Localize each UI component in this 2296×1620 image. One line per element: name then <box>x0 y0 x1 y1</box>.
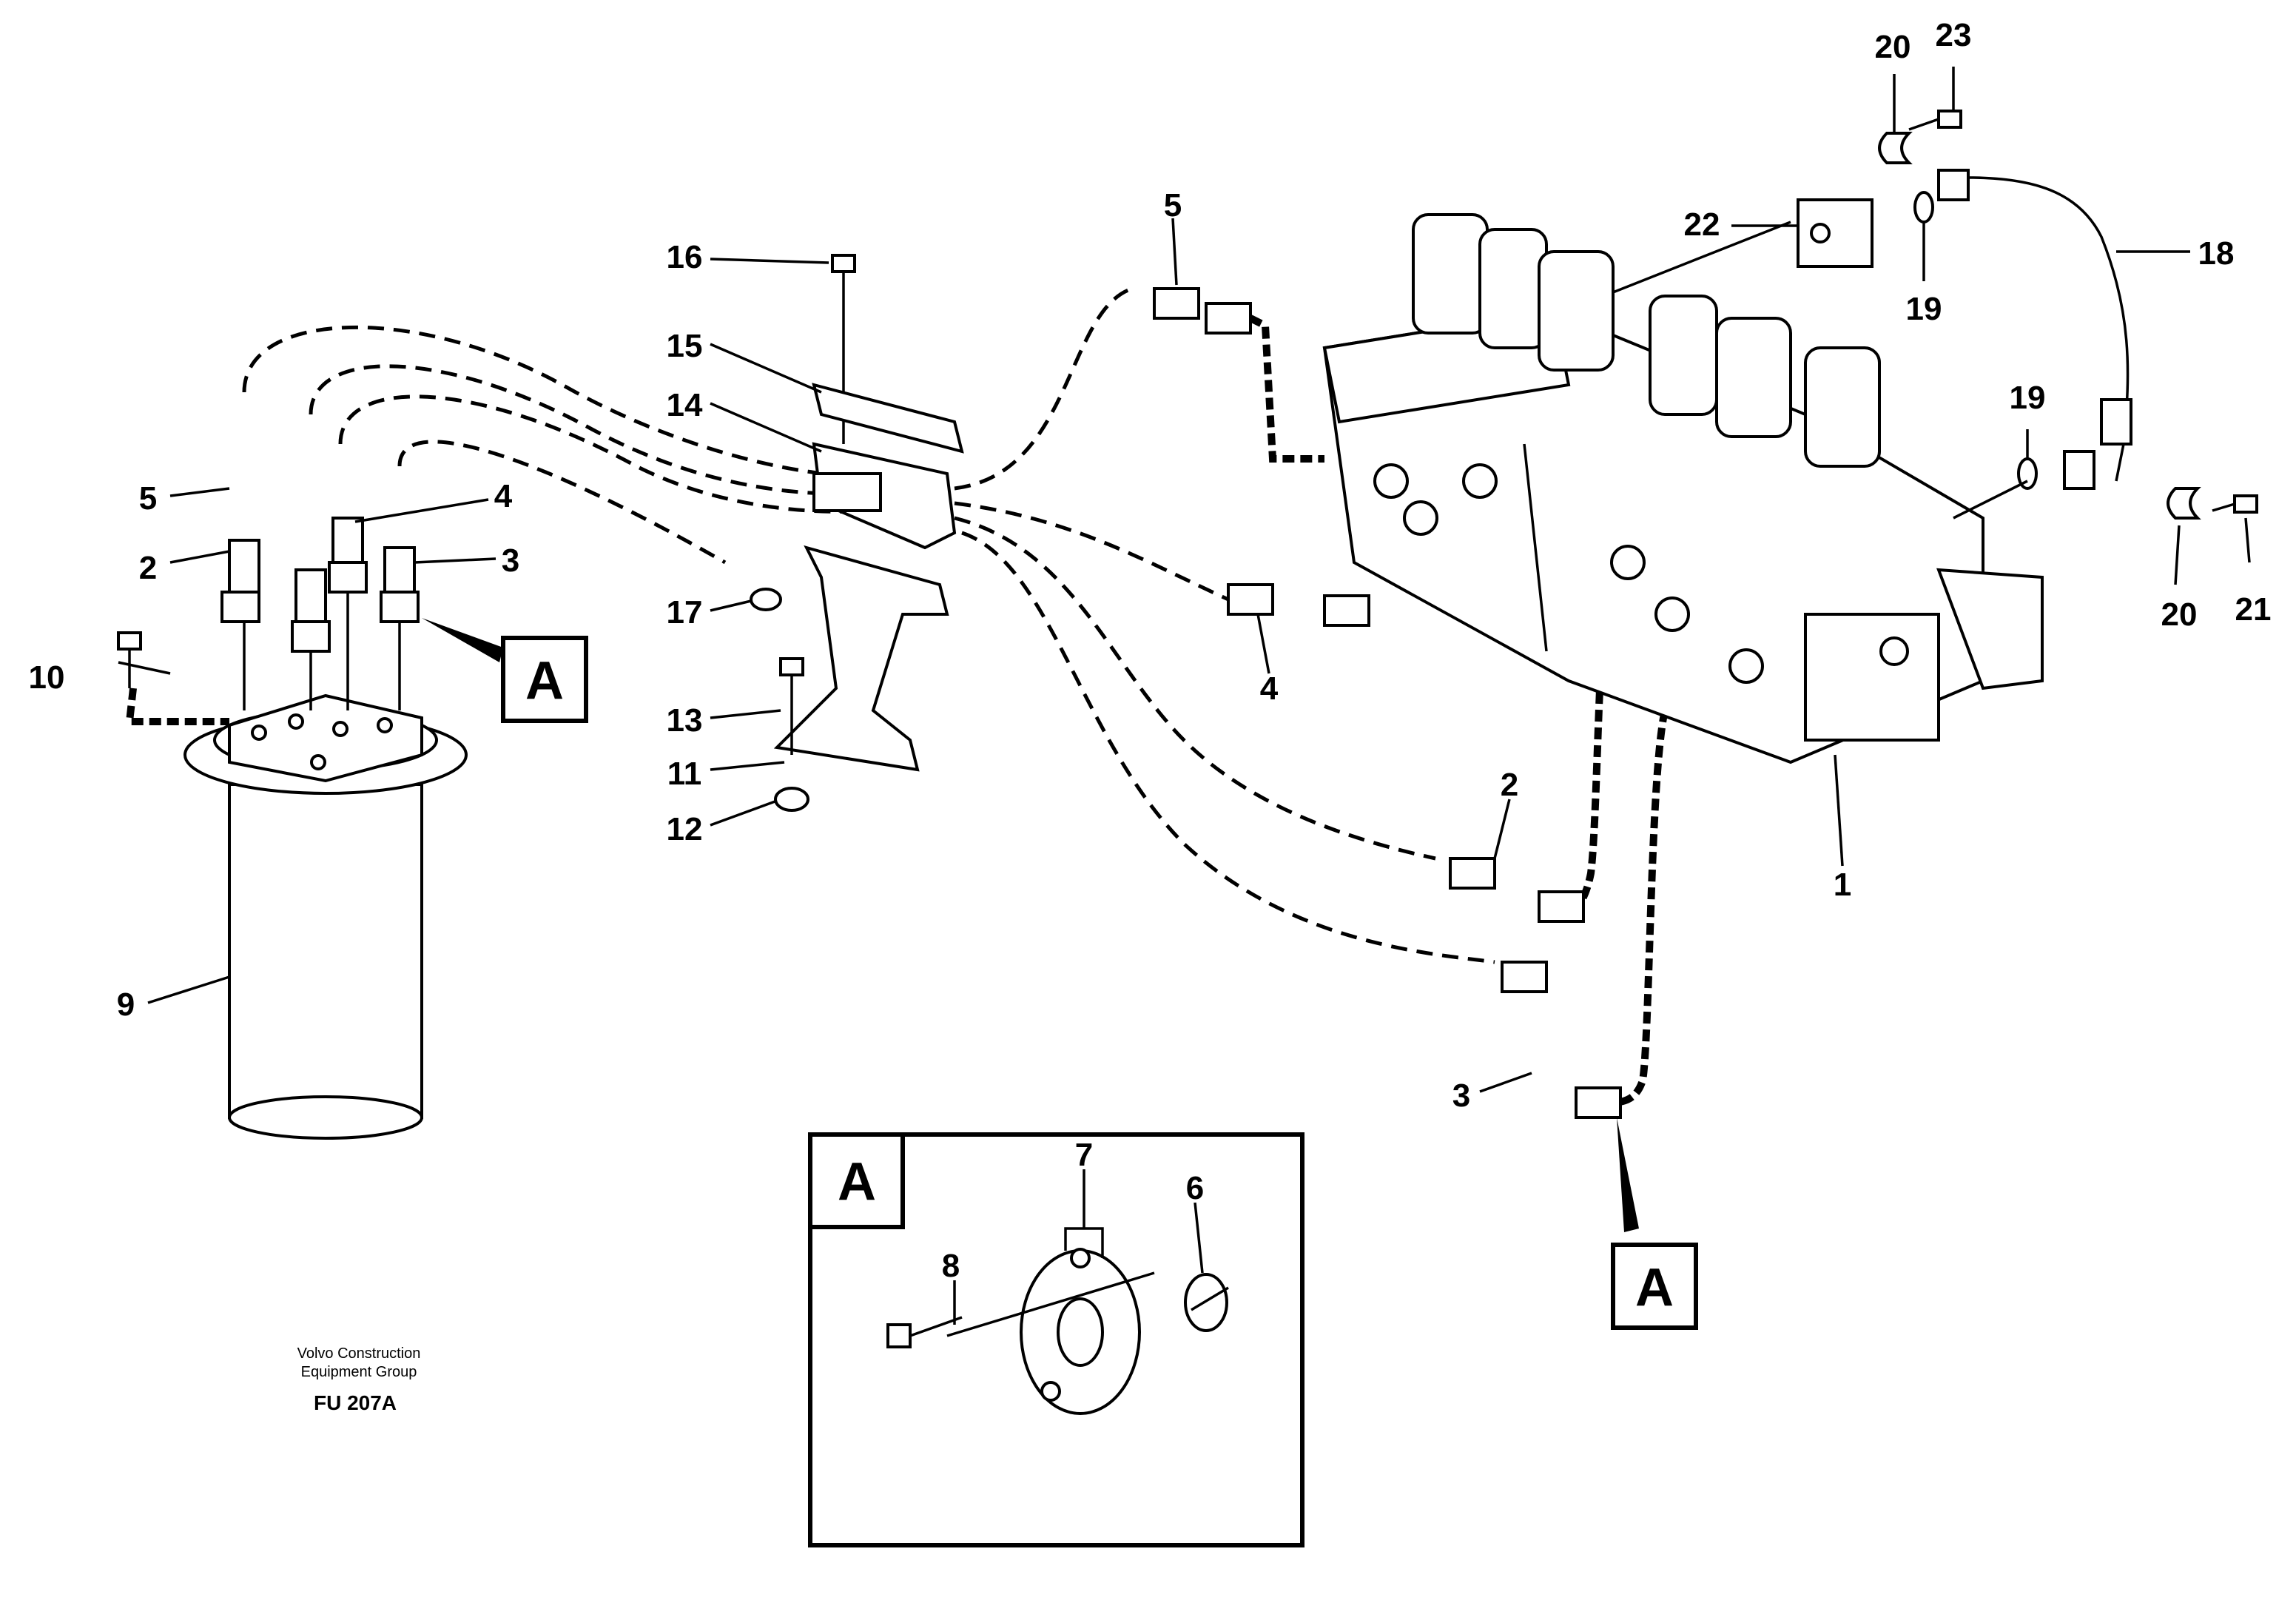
leader-lines <box>118 67 2251 1325</box>
upper-right-parts <box>1797 110 2258 520</box>
callout-3-left: 3 <box>502 542 519 579</box>
detail-marker-right-label: A <box>1635 1258 1674 1317</box>
callout-2-left: 2 <box>139 550 157 586</box>
callout-22: 22 <box>1684 206 1720 243</box>
filter-housing <box>184 693 468 1140</box>
callout-labels: 1 2 2 3 3 4 4 5 5 6 7 8 9 10 11 12 13 14… <box>29 17 2272 1284</box>
callout-19-lower: 19 <box>2010 380 2046 416</box>
callout-5-right: 5 <box>1164 187 1182 223</box>
callout-12: 12 <box>667 811 703 847</box>
credit-line-1: Volvo Construction <box>297 1345 421 1362</box>
valve-hose-fittings <box>1153 287 1622 1119</box>
callout-2-right: 2 <box>1501 767 1518 803</box>
callout-1: 1 <box>1834 867 1851 903</box>
inset-detail-box <box>808 1132 1304 1547</box>
callout-10: 10 <box>29 659 65 696</box>
callout-4-left: 4 <box>494 478 513 514</box>
callout-14: 14 <box>667 387 703 423</box>
filter-hose-fittings <box>220 517 420 710</box>
credit-line-2: Equipment Group <box>301 1364 417 1380</box>
bracket-assembly <box>750 254 964 812</box>
callout-6: 6 <box>1186 1170 1204 1206</box>
callout-5-left: 5 <box>139 480 157 517</box>
detail-marker-inset-label: A <box>838 1152 876 1211</box>
callout-9: 9 <box>117 987 135 1023</box>
callout-8: 8 <box>942 1248 960 1284</box>
detail-marker-left-label: A <box>525 651 564 710</box>
credit-block: Volvo Construction Equipment Group FU 20… <box>297 1345 421 1414</box>
callout-11: 11 <box>667 756 702 792</box>
callout-20-upper: 20 <box>1875 29 1911 65</box>
callout-19-upper: 19 <box>1906 291 1942 327</box>
control-valve <box>1322 213 2044 764</box>
callout-20-lower: 20 <box>2161 596 2198 633</box>
callout-21: 21 <box>2235 591 2272 628</box>
callout-4-right: 4 <box>1260 670 1279 707</box>
callout-17: 17 <box>667 594 703 631</box>
figure-code: FU 207A <box>314 1391 397 1414</box>
callout-15: 15 <box>667 328 703 364</box>
callout-3-right: 3 <box>1452 1078 1470 1114</box>
callout-23: 23 <box>1936 17 1972 53</box>
detail-marker-left: A <box>501 636 588 723</box>
bolt-10 <box>117 631 142 688</box>
detail-marker-right: A <box>1611 1243 1698 1330</box>
callout-18: 18 <box>2198 235 2235 272</box>
callout-16: 16 <box>667 239 703 275</box>
callout-13: 13 <box>667 702 703 739</box>
detail-pointers <box>422 618 1639 1232</box>
callout-7: 7 <box>1075 1137 1093 1173</box>
